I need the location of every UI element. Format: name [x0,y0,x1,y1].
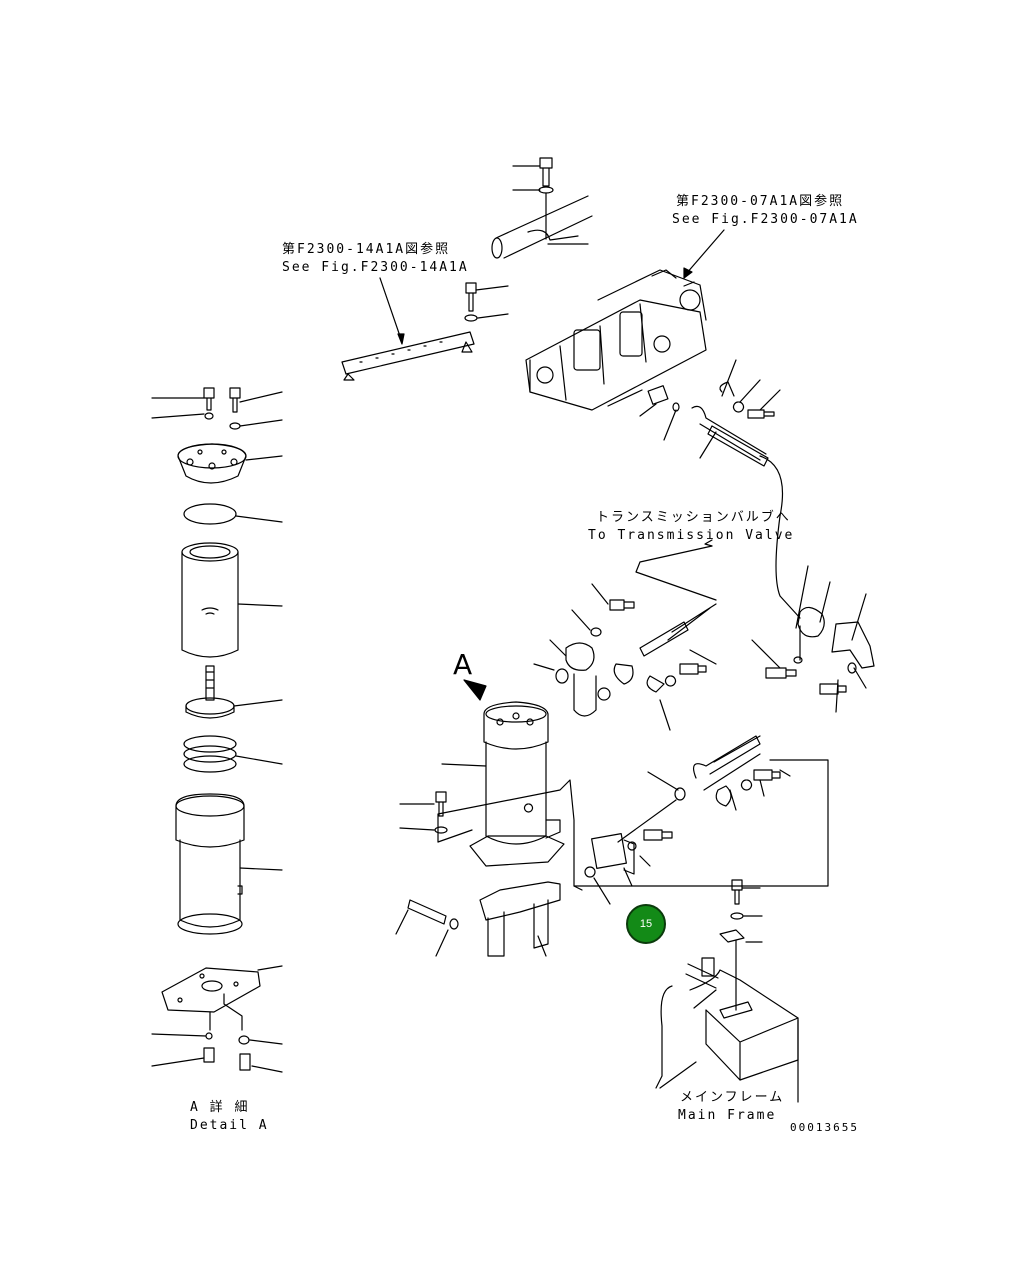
filter-assembly [395,679,829,957]
main-frame-en: Main Frame [678,1108,777,1123]
ref-pump-jp: 第F2300-07A1A図参照 [676,194,845,209]
transmission-valve-en: To Transmission Valve [588,528,795,543]
main-frame-jp: メインフレーム [680,1090,785,1105]
detail-a-exploded [151,387,283,1073]
transmission-valve-jp: トランスミッションバルブへ [596,510,791,525]
transmission-pipe [533,539,717,731]
filter-hose [584,735,791,905]
main-frame [655,879,799,1103]
drawing-number: 00013655 [790,1121,859,1134]
ref-bracket-jp: 第F2300-14A1A図参照 [282,242,451,257]
detail-a-en: Detail A [190,1118,269,1133]
pipe-clamp-assembly [491,157,593,259]
ref-pump-en: See Fig.F2300-07A1A [672,212,859,227]
view-a-marker: A [453,648,473,681]
right-clamps [751,565,875,713]
detail-a-jp: A 詳 細 [190,1100,250,1115]
callout-15-badge[interactable]: 15 [626,904,666,944]
hydraulic-pump [525,229,725,441]
pump-hose [691,359,801,619]
bracket-plate [341,277,509,381]
ref-bracket-en: See Fig.F2300-14A1A [282,260,469,275]
